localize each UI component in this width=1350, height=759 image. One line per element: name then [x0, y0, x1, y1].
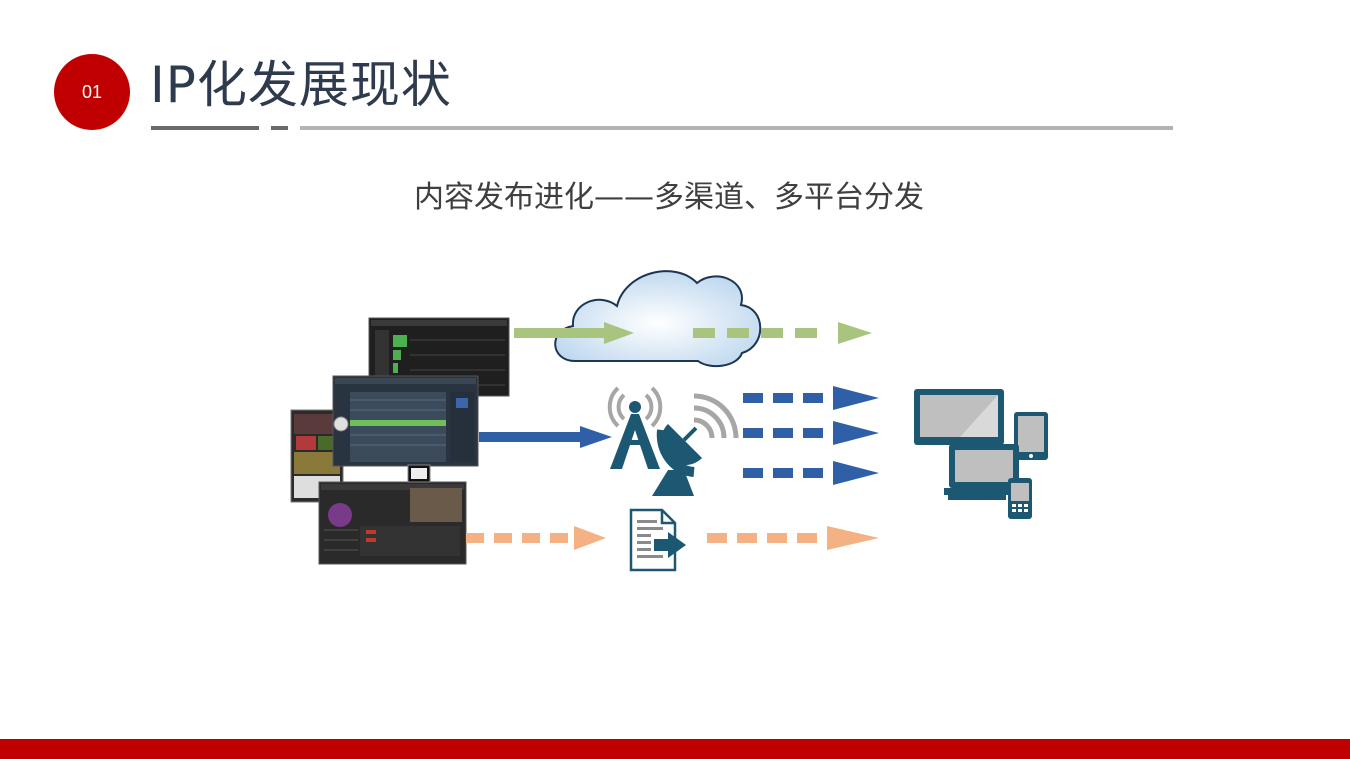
software-screen-bottom: [318, 481, 467, 565]
file-distribution-arrows: [466, 526, 879, 550]
diagram-subtitle: 内容发布进化——多渠道、多平台分发: [414, 180, 924, 215]
cloud-icon: [554, 270, 762, 368]
slide-number-badge: 01: [54, 54, 130, 130]
broadcast-tower-satellite-icon: [607, 386, 739, 496]
monitor-icon: [914, 389, 1004, 445]
file-export-icon: [629, 508, 686, 572]
software-screen-middle: [332, 375, 479, 467]
software-screen-overlay: [407, 464, 431, 483]
footer-bar: [0, 739, 1350, 759]
tablet-icon: [1014, 412, 1048, 460]
phone-icon: [1008, 478, 1032, 519]
arrow-shaft: [514, 328, 606, 338]
title-underline-long: [300, 126, 1173, 130]
title-underline-segment: [271, 126, 288, 130]
page-title: IP化发展现状: [150, 56, 452, 114]
arrow-head: [604, 322, 634, 344]
broadcast-software-screens: [290, 317, 510, 565]
broadcast-distribution-arrows: [479, 386, 879, 485]
laptop-icon: [944, 444, 1019, 500]
multi-device-icon: [914, 389, 1048, 519]
title-underline-segment: [151, 126, 259, 130]
cloud-distribution-arrows: [514, 322, 872, 344]
